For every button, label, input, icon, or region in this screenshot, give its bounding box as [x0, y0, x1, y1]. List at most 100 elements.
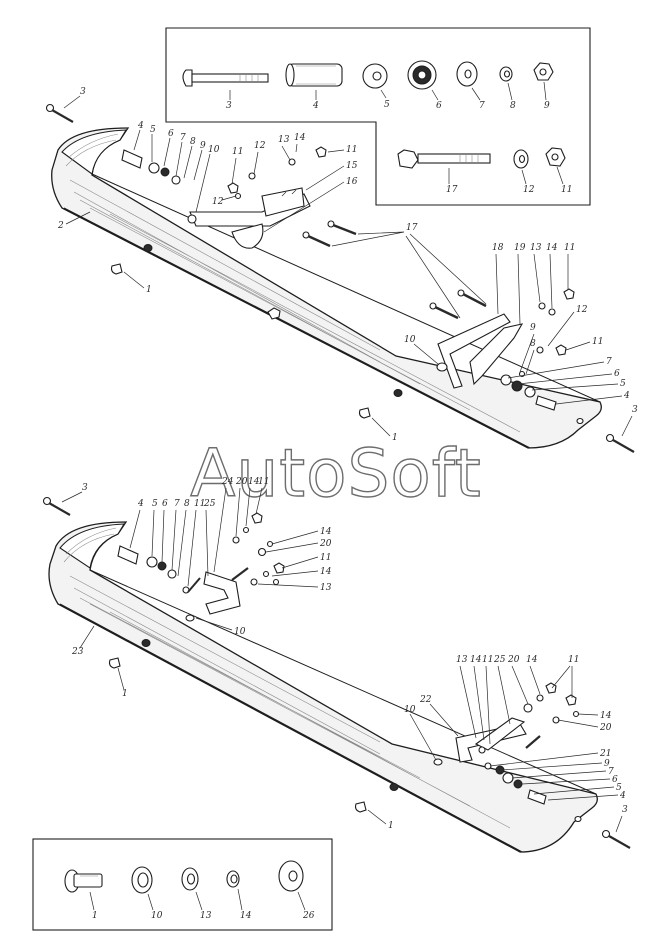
callout-label: 11 — [258, 477, 269, 487]
callout-label: 14 — [320, 527, 332, 537]
callout-label: 6 — [614, 369, 620, 379]
part-lock-washer — [499, 66, 513, 82]
part-washer-large — [362, 63, 388, 89]
callout-label: 21 — [599, 749, 611, 759]
callout-label: 14 — [546, 243, 558, 253]
callout-label: 14 — [294, 133, 306, 143]
front-callouts: 3 4 5 6 7 8 9 10 11 12 13 14 11 12 15 16 — [57, 87, 638, 443]
callout-label: 20 — [599, 723, 612, 733]
callout-label: 3 — [82, 483, 88, 493]
rear-left-bracket — [203, 567, 249, 615]
callout-label: 11 — [592, 337, 603, 347]
part-rubber-bushing — [407, 60, 437, 90]
callout-label: 14 — [470, 655, 482, 665]
box-top-callouts: 3 4 5 6 7 8 9 17 12 11 — [226, 81, 572, 195]
callout-label: 4 — [137, 499, 144, 509]
front-bumper-assembly: 3 4 5 6 7 8 9 10 11 12 13 14 11 12 15 16 — [45, 87, 638, 453]
callout-label: 5 — [616, 783, 622, 793]
callout-label: 11 — [561, 185, 572, 195]
callout-label: 9 — [544, 101, 550, 111]
callout-label: 8 — [190, 137, 196, 147]
part-rivet — [64, 869, 103, 893]
front-bolts — [302, 220, 487, 320]
callout-label: 5 — [152, 499, 158, 509]
callout-label: 4 — [619, 791, 626, 801]
top-parts-box: 3 4 5 6 7 8 9 17 12 11 — [165, 27, 591, 206]
callout-label: 8 — [530, 339, 536, 349]
part-washer-10 — [131, 866, 153, 894]
callout-label: 6 — [168, 129, 174, 139]
callout-label: 14 — [320, 567, 332, 577]
part-washer-26 — [278, 860, 304, 892]
bottom-parts-box: 1 10 13 14 26 — [32, 838, 333, 931]
callout-label: 14 — [240, 911, 252, 921]
callout-label: 11 — [320, 553, 331, 563]
part-long-bolt — [397, 149, 491, 169]
callout-label: 11 — [232, 147, 243, 157]
callout-label: 20 — [235, 477, 248, 487]
callout-label: 12 — [576, 305, 588, 315]
callout-label: 25 — [493, 655, 506, 665]
callout-label: 11 — [482, 655, 493, 665]
callout-label: 26 — [302, 911, 315, 921]
callout-label: 2 — [57, 221, 64, 231]
front-right-hardware — [500, 288, 635, 453]
callout-label: 20 — [507, 655, 520, 665]
callout-label: 23 — [71, 647, 84, 657]
callout-label: 25 — [203, 499, 216, 509]
callout-label: 15 — [346, 161, 358, 171]
callout-label: 22 — [419, 695, 432, 705]
callout-label: 5 — [384, 100, 390, 110]
callout-label: 13 — [200, 911, 212, 921]
callout-label: 3 — [632, 405, 638, 415]
callout-label: 11 — [564, 243, 575, 253]
callout-label: 12 — [254, 141, 266, 151]
callout-label: 18 — [492, 243, 504, 253]
callout-label: 7 — [608, 767, 614, 777]
callout-label: 10 — [208, 145, 220, 155]
part-spacer-tube — [285, 63, 343, 87]
callout-label: 13 — [278, 135, 290, 145]
callout-label: 13 — [456, 655, 468, 665]
callout-label: 9 — [604, 759, 610, 769]
callout-label: 20 — [319, 539, 332, 549]
callout-label: 4 — [312, 101, 319, 111]
part-flat-washer — [456, 61, 478, 87]
callout-label: 6 — [162, 499, 168, 509]
callout-label: 7 — [606, 357, 612, 367]
callout-label: 17 — [406, 223, 418, 233]
watermark-text: AutoSoft — [190, 435, 481, 512]
callout-label: 14 — [526, 655, 538, 665]
callout-label: 10 — [151, 911, 163, 921]
callout-label: 6 — [436, 101, 442, 111]
callout-label: 19 — [514, 243, 526, 253]
part-washer-13 — [181, 867, 199, 891]
front-left-bracket — [187, 187, 311, 249]
callout-label: 3 — [80, 87, 86, 97]
callout-label: 11 — [568, 655, 579, 665]
callout-label: 4 — [623, 391, 630, 401]
rear-right-bracket — [455, 717, 541, 763]
callout-label: 10 — [234, 627, 246, 637]
callout-label: 10 — [404, 705, 416, 715]
callout-label: 14 — [248, 477, 260, 487]
callout-label: 3 — [226, 101, 232, 111]
callout-label: 7 — [180, 133, 186, 143]
callout-label: 24 — [221, 477, 234, 487]
callout-label: 8 — [510, 101, 516, 111]
callout-label: 17 — [446, 185, 458, 195]
callout-label: 13 — [320, 583, 332, 593]
callout-label: 7 — [479, 101, 485, 111]
callout-label: 7 — [174, 499, 180, 509]
box-bottom-callouts: 1 10 13 14 26 — [89, 888, 315, 921]
part-spring-washer — [513, 149, 529, 169]
callout-label: 16 — [346, 177, 358, 187]
part-nut — [533, 62, 554, 81]
callout-label: 8 — [184, 499, 190, 509]
callout-label: 11 — [194, 499, 205, 509]
callout-label: 12 — [212, 197, 224, 207]
part-lock-washer-14 — [226, 870, 240, 888]
callout-label: 6 — [612, 775, 618, 785]
callout-label: 11 — [346, 145, 357, 155]
